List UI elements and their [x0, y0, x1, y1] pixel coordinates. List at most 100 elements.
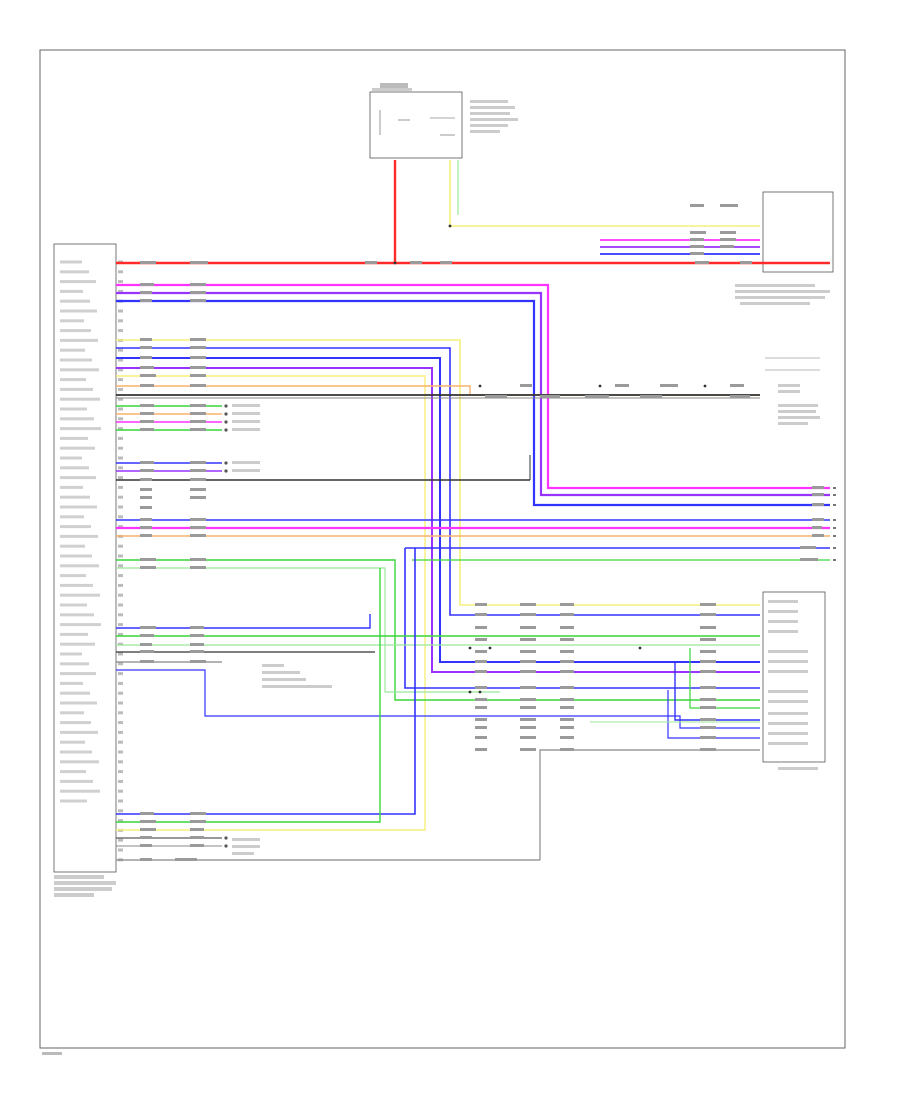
pin-number	[118, 387, 123, 391]
wire-label	[520, 613, 536, 616]
pin-number	[118, 623, 123, 627]
pin-number	[118, 505, 123, 509]
pin-name	[60, 740, 85, 744]
diagram-frame	[39, 49, 846, 1049]
wire-label	[560, 726, 574, 729]
wire-label	[190, 346, 206, 349]
wire-label	[140, 506, 152, 509]
wire-label	[190, 356, 206, 359]
wire-label	[730, 395, 750, 398]
pin-number	[118, 427, 123, 431]
pin-name	[60, 456, 82, 460]
pin-name	[60, 436, 88, 440]
wire-label	[560, 718, 574, 721]
pin-number	[118, 446, 123, 450]
wire-label	[140, 660, 154, 663]
wire-label	[140, 643, 152, 646]
wire-label	[190, 844, 204, 847]
pin-number	[118, 632, 123, 636]
wire-gray-750	[539, 749, 760, 860]
connector-terminal	[833, 559, 836, 561]
wire-label	[140, 634, 154, 637]
wire-label	[730, 384, 744, 387]
wire-label	[190, 291, 206, 294]
splice-dot	[478, 384, 482, 388]
wire-end-marker	[224, 412, 228, 416]
wire-label	[520, 603, 536, 606]
pin-name	[60, 505, 97, 509]
pin-number	[118, 319, 123, 323]
note-label	[262, 664, 284, 667]
wire-end-label	[232, 420, 260, 423]
pin-number	[118, 515, 123, 519]
wire-label	[700, 718, 716, 721]
wire-label	[190, 526, 206, 529]
note-label	[262, 671, 300, 674]
wire-green-560	[116, 559, 760, 701]
pin-name	[60, 711, 84, 715]
wire-label	[140, 469, 154, 472]
pin-name	[60, 554, 92, 558]
wire-label	[520, 706, 536, 709]
connector-pin-label	[768, 732, 808, 735]
wire-label	[475, 613, 487, 616]
pin-number	[118, 819, 123, 823]
wire-labels	[140, 204, 836, 861]
wire-label	[475, 660, 487, 663]
pin-number	[118, 329, 123, 333]
wire-label	[700, 626, 716, 629]
pin-name	[60, 289, 83, 293]
pin-name	[60, 368, 99, 372]
connector-pin-label	[768, 742, 808, 745]
wire-label	[140, 534, 152, 537]
pin-number	[118, 740, 123, 744]
wire-label	[140, 478, 152, 481]
pin-name	[60, 378, 86, 382]
connector-pin-label	[768, 722, 808, 725]
wire-label	[585, 395, 609, 398]
wire-label	[660, 384, 678, 387]
pin-number	[118, 838, 123, 842]
wire-label	[140, 488, 152, 491]
wire-label	[140, 338, 152, 341]
pin-number	[118, 711, 123, 715]
main-module-pin-labels	[60, 260, 123, 862]
pin-name	[60, 564, 99, 568]
wire-green-708	[689, 648, 760, 709]
wire-label	[190, 558, 206, 561]
wire-label	[700, 660, 716, 663]
pin-name	[60, 652, 82, 656]
wire-label	[440, 261, 452, 264]
wire-label	[475, 718, 487, 721]
main-module-box	[53, 243, 117, 897]
wire-label	[475, 726, 487, 729]
wire-yellow-bus	[116, 339, 760, 606]
wire-end-marker	[224, 461, 228, 465]
pin-number	[118, 721, 123, 725]
wire-label	[140, 836, 152, 839]
wire-label	[140, 346, 152, 349]
splice-dot	[598, 384, 602, 388]
pin-name	[60, 799, 87, 803]
wire-label	[190, 828, 204, 831]
pin-name	[60, 770, 86, 774]
pin-number	[118, 574, 123, 578]
wire-violet-long	[116, 291, 830, 497]
pin-name	[60, 280, 96, 284]
wire-label	[475, 748, 487, 751]
pin-number	[118, 730, 123, 734]
pin-number	[118, 397, 123, 401]
connector-pin-label	[768, 610, 798, 613]
wire-label	[560, 686, 574, 689]
pin-name	[60, 348, 85, 352]
pin-name	[60, 338, 98, 342]
wire-label	[175, 858, 197, 861]
pin-number	[118, 701, 123, 705]
pin-name	[60, 583, 93, 587]
pin-number	[118, 270, 123, 274]
wire-blue-bus-2	[116, 357, 760, 663]
connector-pin-label	[768, 630, 798, 633]
wire-label	[190, 461, 206, 464]
wire-label	[190, 496, 206, 499]
wire-label	[690, 231, 706, 234]
